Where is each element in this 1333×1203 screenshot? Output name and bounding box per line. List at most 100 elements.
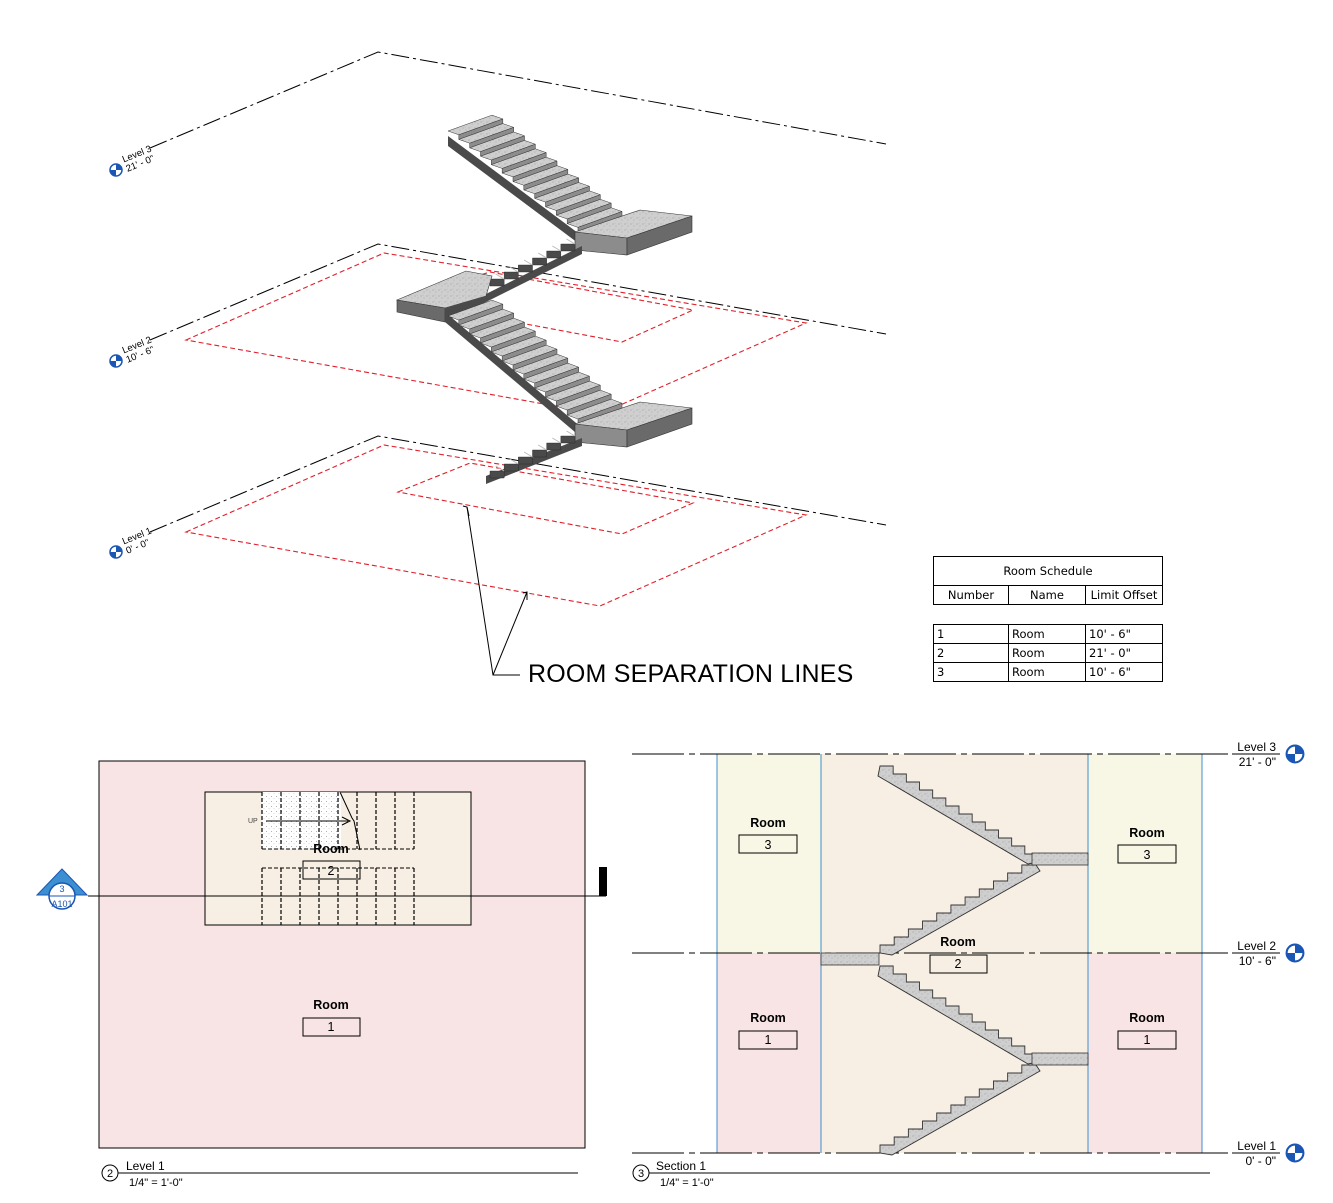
iso-step-edge bbox=[523, 259, 533, 266]
table-row[interactable]: 2 Room 21' - 0" bbox=[933, 643, 1163, 663]
sec-room-3-right bbox=[1088, 754, 1202, 953]
iso-step-edge bbox=[566, 238, 576, 245]
schedule-cell: Room bbox=[1008, 643, 1086, 663]
sec-room-2-tag[interactable] bbox=[929, 954, 988, 974]
level-1-plane bbox=[149, 435, 887, 533]
iso-step-edge bbox=[509, 266, 519, 273]
iso-step-edge bbox=[552, 245, 562, 252]
iso-step-profile bbox=[489, 470, 505, 479]
iso-level-1-head: Level 1 0' - 0" bbox=[109, 526, 153, 559]
sec-room-3b-name: Room bbox=[1129, 826, 1164, 840]
plan-view: UP 3 A101 Room 2 Room 1 2 Level 1 1/4" =… bbox=[35, 760, 607, 1189]
sec-room-1a-tag[interactable] bbox=[738, 1030, 798, 1050]
iso-level-3-head: Level 3 21' - 0" bbox=[109, 144, 156, 177]
section-marker-sheet: A101 bbox=[51, 899, 72, 909]
iso-step-edge bbox=[537, 444, 547, 451]
sec-level-3-head: Level 3 21' - 0" bbox=[1232, 740, 1305, 769]
section-marker[interactable]: 3 A101 bbox=[35, 868, 89, 910]
sec-room-1b-number: 1 bbox=[1144, 1033, 1151, 1047]
callout-leaders bbox=[462, 505, 528, 676]
iso-step-profile bbox=[560, 243, 576, 252]
sec-level-1-name: Level 1 bbox=[1237, 1139, 1276, 1153]
sec-room-2-name: Room bbox=[940, 935, 975, 949]
plan-room-2-tag[interactable] bbox=[302, 860, 361, 880]
sec-level-3-name: Level 3 bbox=[1237, 740, 1276, 754]
schedule-cell: 21' - 0" bbox=[1085, 643, 1163, 663]
plan-section-end bbox=[599, 867, 607, 896]
sec-level-1-elev: 0' - 0" bbox=[1245, 1154, 1276, 1168]
room-schedule-header: Room Schedule Number Name Limit Offset bbox=[933, 556, 1163, 605]
sec-room-3a-name: Room bbox=[750, 816, 785, 830]
sec-room-3b-tag[interactable] bbox=[1117, 844, 1177, 864]
section-marker-number: 3 bbox=[59, 884, 64, 894]
iso-step-profile bbox=[546, 442, 562, 451]
sec-view-title: Section 1 bbox=[656, 1159, 706, 1173]
iso-step-profile bbox=[503, 271, 519, 280]
iso-step-edge bbox=[495, 273, 505, 280]
iso-level-2-head: Level 2 10' - 6" bbox=[109, 335, 156, 368]
sec-room-1b-name: Room bbox=[1129, 1011, 1164, 1025]
iso-step-edge bbox=[552, 437, 562, 444]
schedule-col-number: Number bbox=[933, 585, 1009, 605]
iso-step-profile bbox=[489, 278, 505, 287]
iso-step-edge bbox=[495, 465, 505, 472]
iso-step-profile bbox=[503, 463, 519, 472]
iso-view: Level 3 21' - 0" Level 2 10' - 6" Level … bbox=[109, 51, 887, 676]
section-view: Room 3 Room 3 Room 2 Room 1 Room 1 Level… bbox=[632, 740, 1305, 1189]
table-row[interactable]: 1 Room 10' - 6" bbox=[933, 624, 1163, 644]
schedule-cell: 2 bbox=[933, 643, 1009, 663]
room-schedule-body: 1 Room 10' - 6" 2 Room 21' - 0" 3 Room 1… bbox=[933, 624, 1163, 682]
sec-flight bbox=[879, 1064, 1041, 1156]
plan-room-1-name: Room bbox=[313, 998, 348, 1012]
sec-level-2-name: Level 2 bbox=[1237, 939, 1276, 953]
plan-room-1-tag[interactable] bbox=[302, 1017, 361, 1037]
iso-step-profile bbox=[532, 449, 547, 458]
level-3-plane bbox=[149, 51, 887, 149]
plan-view-scale: 1/4" = 1'-0" bbox=[129, 1177, 183, 1189]
iso-step-edge bbox=[523, 451, 533, 458]
sec-room-1a-name: Room bbox=[750, 1011, 785, 1025]
schedule-cell: 1 bbox=[933, 624, 1009, 644]
sec-room-3a-number: 3 bbox=[765, 838, 772, 852]
sec-flight bbox=[877, 965, 1039, 1065]
iso-stair bbox=[395, 114, 693, 484]
iso-step-profile bbox=[546, 250, 562, 259]
sec-room-3b-number: 3 bbox=[1144, 848, 1151, 862]
sec-level-2-head: Level 2 10' - 6" bbox=[1232, 939, 1305, 968]
sec-stair bbox=[820, 765, 1089, 1156]
sec-flight bbox=[879, 864, 1041, 956]
plan-view-title: Level 1 bbox=[126, 1159, 165, 1173]
table-row[interactable]: 3 Room 10' - 6" bbox=[933, 662, 1163, 682]
sec-room-3a-tag[interactable] bbox=[738, 834, 798, 854]
sec-flight bbox=[877, 765, 1039, 865]
level-2-plane bbox=[149, 243, 887, 341]
room-schedule-title: Room Schedule bbox=[933, 556, 1163, 586]
sec-view-number: 3 bbox=[638, 1168, 644, 1180]
iso-step-profile bbox=[518, 264, 533, 273]
schedule-cell: Room bbox=[1008, 662, 1086, 682]
sec-level-3-elev: 21' - 0" bbox=[1239, 755, 1276, 769]
sec-level-1-head: Level 1 0' - 0" bbox=[1232, 1139, 1305, 1168]
sec-room-2-number: 2 bbox=[955, 957, 962, 971]
sec-view-scale: 1/4" = 1'-0" bbox=[660, 1177, 714, 1189]
plan-view-number: 2 bbox=[107, 1168, 113, 1180]
plan-room-1-number: 1 bbox=[328, 1020, 335, 1034]
schedule-cell: 10' - 6" bbox=[1085, 624, 1163, 644]
iso-step-edge bbox=[537, 252, 547, 259]
iso-step-profile bbox=[518, 456, 533, 465]
schedule-cell: 3 bbox=[933, 662, 1009, 682]
room-separation-callout: ROOM SEPARATION LINES bbox=[528, 660, 854, 688]
iso-step-profile bbox=[560, 435, 576, 444]
schedule-col-limit-offset: Limit Offset bbox=[1085, 585, 1163, 605]
schedule-cell: 10' - 6" bbox=[1085, 662, 1163, 682]
iso-step-edge bbox=[509, 458, 519, 465]
sec-room-1b-tag[interactable] bbox=[1117, 1030, 1177, 1050]
iso-step-profile bbox=[532, 257, 547, 266]
plan-room-2-name: Room bbox=[313, 842, 348, 856]
plan-room-2-number: 2 bbox=[328, 864, 335, 878]
plan-up-label: UP bbox=[248, 818, 258, 825]
iso-step-edge bbox=[566, 430, 576, 437]
schedule-cell: Room bbox=[1008, 624, 1086, 644]
sec-room-1-right bbox=[1088, 953, 1202, 1153]
